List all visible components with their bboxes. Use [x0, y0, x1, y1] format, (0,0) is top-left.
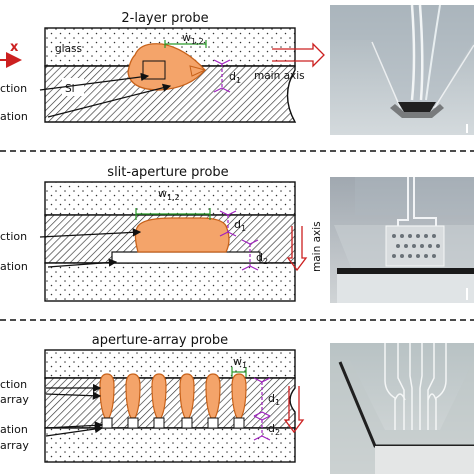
photo-2-layer-probe	[330, 4, 474, 135]
width-label: w1	[233, 355, 247, 370]
callout-3: ation	[0, 423, 28, 436]
photo-slit-aperture-probe	[330, 177, 474, 303]
main-axis-label: main axis	[311, 221, 323, 272]
channel-cross-section	[134, 217, 230, 253]
glass-label: glass	[55, 43, 82, 55]
callout-1: ction	[0, 82, 27, 95]
width-label: w1,2	[182, 31, 204, 46]
x-axis-label: x	[10, 40, 19, 55]
depth1-arrow-bottom	[253, 411, 271, 417]
slit-aperture	[111, 251, 261, 264]
callout-1b-arrow	[45, 391, 102, 400]
callout-1: ction	[0, 230, 27, 243]
depth1-label: d1	[268, 392, 280, 407]
callout-1-arrow	[39, 228, 142, 238]
main-axis-arrow	[272, 42, 325, 68]
bottom-dotted-layer	[44, 427, 296, 463]
panel-title: aperture-array probe	[92, 333, 228, 348]
main-axis-arrow	[286, 226, 308, 272]
main-axis-label: main axis	[254, 70, 305, 82]
callout-2: array	[0, 393, 29, 406]
depth1-arrow-top	[253, 377, 271, 383]
callout-3b-arrow	[45, 424, 104, 437]
aperture-square	[142, 60, 166, 80]
depth-label: d1	[229, 70, 241, 85]
depth2-label: d2	[268, 422, 280, 437]
si-label-box	[62, 78, 84, 96]
depth-arrow-top	[213, 59, 231, 65]
depth2-arrow-top	[253, 415, 271, 421]
photo-aperture-array-probe	[330, 343, 474, 474]
panel-slit-aperture-probe: slit-aperture probe w1,2 d1 d2 main axis…	[0, 165, 323, 302]
panel-2-layer-probe: 2-layer probe glass Si w1,2 d1 main axis…	[0, 11, 325, 123]
silicon-layer	[44, 65, 297, 123]
channel-array	[99, 373, 247, 419]
top-dotted-layer	[44, 181, 296, 216]
depth2-arrow-bottom	[253, 435, 271, 441]
top-dotted-layer	[44, 349, 296, 379]
callout-2-arrow	[47, 83, 172, 118]
depth1-arrow-bottom	[219, 231, 237, 237]
panel-title: slit-aperture probe	[107, 165, 228, 180]
callout-4: array	[0, 439, 29, 452]
callout-1-arrow	[39, 72, 150, 91]
depth1-arrow-top	[219, 210, 237, 216]
panel-aperture-array-probe: aperture-array probe w1	[0, 333, 305, 463]
panel-title: 2-layer probe	[121, 11, 208, 26]
depth1-label: d1	[234, 218, 246, 233]
depth-arrow-bottom	[213, 87, 231, 93]
callout-2: ation	[0, 260, 28, 273]
tip-triangle	[189, 65, 207, 77]
depth2-arrow-top	[241, 239, 259, 245]
callout-3-arrow	[45, 421, 104, 430]
callout-2-arrow	[47, 258, 118, 268]
main-axis-arrow	[283, 386, 305, 434]
callout-2: ation	[0, 110, 28, 123]
width-label: w1,2	[158, 187, 180, 202]
depth2-arrow-bottom	[241, 265, 259, 271]
bottom-dotted-layer	[44, 262, 296, 302]
si-label: Si	[65, 83, 75, 95]
callout-1: ction	[0, 378, 27, 391]
depth2-label: d2	[256, 251, 268, 266]
middle-hatch-layer	[44, 377, 296, 429]
